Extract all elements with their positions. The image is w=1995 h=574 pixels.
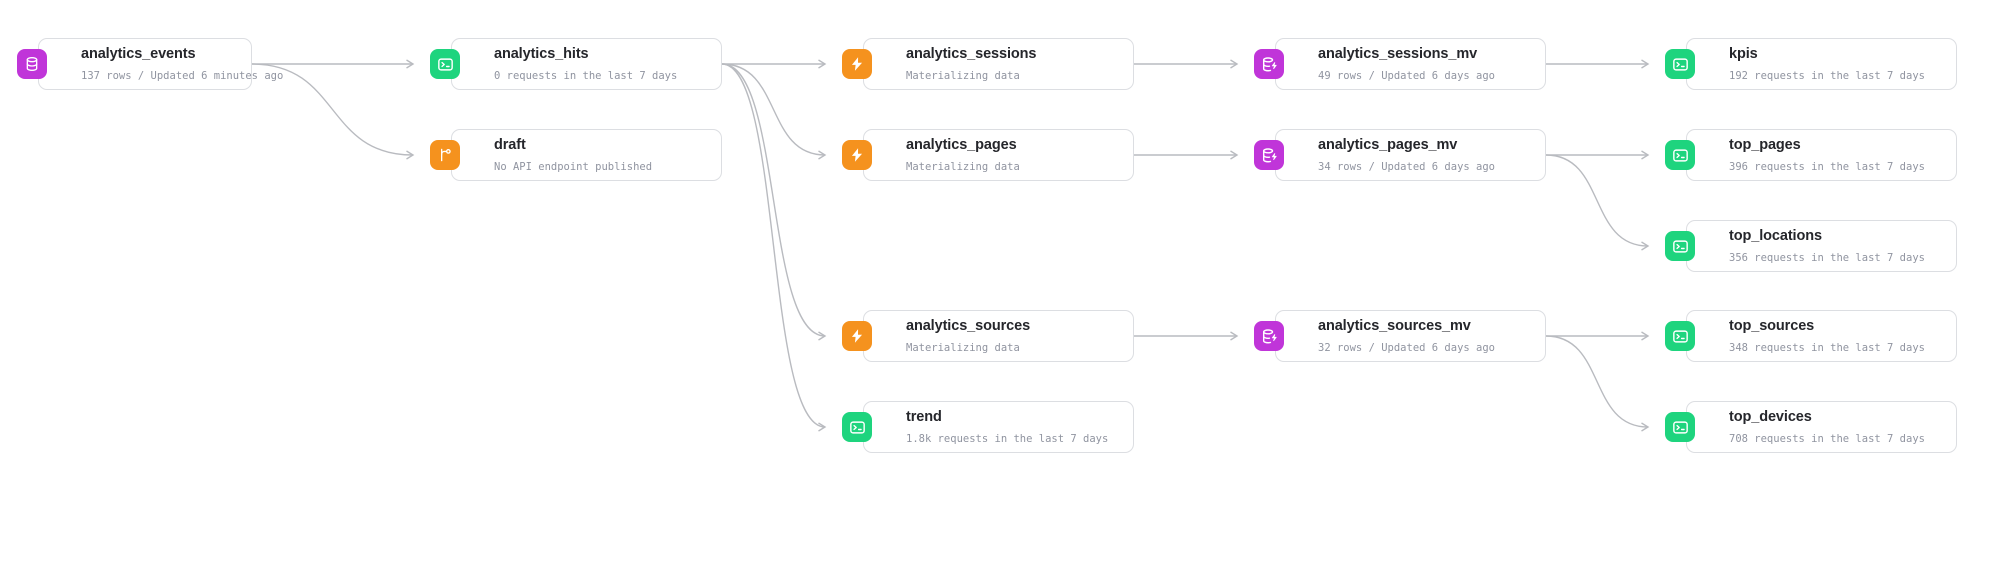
node-title: trend	[906, 408, 942, 425]
node-analytics_hits[interactable]: analytics_hits 0 requests in the last 7 d…	[430, 38, 722, 90]
node-subtitle: 708 requests in the last 7 days	[1729, 432, 1925, 445]
node-title: analytics_sources_mv	[1318, 317, 1471, 334]
terminal-icon	[1665, 321, 1695, 351]
node-top_pages[interactable]: top_pages 396 requests in the last 7 days	[1665, 129, 1957, 181]
node-title: top_sources	[1729, 317, 1815, 334]
edge-analytics_pages_mv-to-top_locations	[1545, 154, 1649, 247]
node-top_devices[interactable]: top_devices 708 requests in the last 7 da…	[1665, 401, 1957, 453]
node-subtitle: 0 requests in the last 7 days	[494, 69, 678, 82]
node-analytics_pages_mv[interactable]: analytics_pages_mv 34 rows / Updated 6 da…	[1254, 129, 1546, 181]
node-subtitle: Materializing data	[906, 341, 1020, 354]
node-subtitle: 396 requests in the last 7 days	[1729, 160, 1925, 173]
node-title: top_locations	[1729, 227, 1822, 244]
edge-arrowhead	[1641, 59, 1650, 69]
node-subtitle: 1.8k requests in the last 7 days	[906, 432, 1109, 445]
edge-arrowhead	[1230, 150, 1239, 160]
edge-arrowhead	[818, 150, 827, 160]
node-title: top_pages	[1729, 136, 1801, 153]
node-subtitle: 356 requests in the last 7 days	[1729, 251, 1925, 264]
node-subtitle: 34 rows / Updated 6 days ago	[1318, 160, 1496, 173]
database-icon	[17, 49, 47, 79]
node-title: kpis	[1729, 45, 1758, 62]
node-subtitle: 49 rows / Updated 6 days ago	[1318, 69, 1496, 82]
edge-arrowhead	[406, 150, 415, 160]
terminal-icon	[1665, 231, 1695, 261]
node-title: draft	[494, 136, 526, 153]
edge-arrowhead	[818, 422, 827, 432]
node-subtitle: 192 requests in the last 7 days	[1729, 69, 1925, 82]
node-title: analytics_sessions_mv	[1318, 45, 1478, 62]
node-title: analytics_sources	[906, 317, 1031, 334]
edge-arrowhead	[1641, 150, 1650, 160]
terminal-icon	[842, 412, 872, 442]
node-draft[interactable]: draft No API endpoint published	[430, 129, 722, 181]
edge-arrowhead	[406, 59, 415, 69]
node-top_sources[interactable]: top_sources 348 requests in the last 7 da…	[1665, 310, 1957, 362]
node-subtitle: 137 rows / Updated 6 minutes ago	[81, 69, 284, 82]
database-bolt-icon	[1254, 140, 1284, 170]
node-subtitle: Materializing data	[906, 69, 1020, 82]
edge-arrowhead	[1230, 59, 1239, 69]
node-kpis[interactable]: kpis 192 requests in the last 7 days	[1665, 38, 1957, 90]
edge-arrowhead	[818, 59, 827, 69]
node-title: analytics_pages	[906, 136, 1017, 153]
edge-arrowhead	[1641, 422, 1650, 432]
node-subtitle: 348 requests in the last 7 days	[1729, 341, 1925, 354]
edge-analytics_hits-to-analytics_pages	[721, 63, 826, 156]
edge-analytics_hits-to-analytics_sources	[721, 63, 826, 337]
node-analytics_sessions_mv[interactable]: analytics_sessions_mv 49 rows / Updated 6…	[1254, 38, 1546, 90]
git-branch-icon	[430, 140, 460, 170]
terminal-icon	[1665, 49, 1695, 79]
terminal-icon	[1665, 412, 1695, 442]
node-trend[interactable]: trend 1.8k requests in the last 7 days	[842, 401, 1134, 453]
lightning-bolt-icon	[842, 49, 872, 79]
edge-analytics_hits-to-trend	[721, 63, 826, 428]
node-analytics_events[interactable]: analytics_events 137 rows / Updated 6 min…	[17, 38, 284, 90]
edge-arrowhead	[1641, 331, 1650, 341]
edge-analytics_sources_mv-to-top_devices	[1545, 335, 1649, 428]
node-title: analytics_sessions	[906, 45, 1037, 62]
database-bolt-icon	[1254, 49, 1284, 79]
edge-arrowhead	[1641, 241, 1650, 251]
edge-arrowhead	[818, 331, 827, 341]
database-bolt-icon	[1254, 321, 1284, 351]
node-title: analytics_hits	[494, 45, 589, 62]
node-subtitle: 32 rows / Updated 6 days ago	[1318, 341, 1496, 354]
node-title: analytics_events	[81, 45, 196, 62]
lightning-bolt-icon	[842, 140, 872, 170]
node-subtitle: No API endpoint published	[494, 160, 653, 173]
node-title: top_devices	[1729, 408, 1812, 425]
terminal-icon	[430, 49, 460, 79]
node-subtitle: Materializing data	[906, 160, 1020, 173]
node-analytics_sources_mv[interactable]: analytics_sources_mv 32 rows / Updated 6 …	[1254, 310, 1546, 362]
node-title: analytics_pages_mv	[1318, 136, 1458, 153]
terminal-icon	[1665, 140, 1695, 170]
edge-arrowhead	[1230, 331, 1239, 341]
lightning-bolt-icon	[842, 321, 872, 351]
node-top_locations[interactable]: top_locations 356 requests in the last 7 …	[1665, 220, 1957, 272]
